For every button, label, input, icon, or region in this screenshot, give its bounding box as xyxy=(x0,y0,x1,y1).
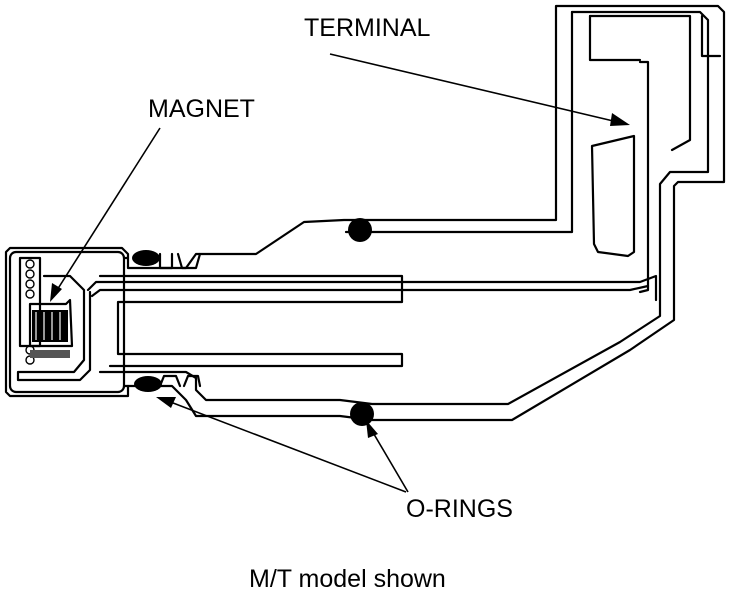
magnet-body xyxy=(28,298,74,348)
arrowhead-magnet xyxy=(50,283,62,302)
wire-channel-inner xyxy=(90,284,650,298)
o-rings-label: O-RINGS xyxy=(406,495,513,523)
o-ring-bottom-left xyxy=(134,376,162,392)
terminal-label: TERMINAL xyxy=(304,14,431,42)
groove-top-a xyxy=(158,252,174,270)
leader-magnet xyxy=(51,127,161,299)
o-ring-group xyxy=(132,218,374,426)
wire-channel-outer xyxy=(86,274,658,302)
terminal-tower xyxy=(194,10,710,406)
tower-slot xyxy=(638,60,650,294)
o-ring-bottom-right xyxy=(350,402,374,426)
arrowhead-terminal xyxy=(610,113,630,126)
housing-outline xyxy=(4,4,726,422)
tower-side xyxy=(700,14,722,58)
leader-terminal xyxy=(329,53,627,125)
terminal-blade xyxy=(590,134,636,258)
o-ring-top-right xyxy=(348,218,372,242)
end-cap xyxy=(8,250,126,394)
groove-bottom-a xyxy=(158,374,182,388)
arrowhead-oring-left xyxy=(156,397,176,408)
arrowhead-oring-right xyxy=(366,420,378,438)
groove-bottom-b xyxy=(182,374,202,388)
groove-top-b xyxy=(176,252,202,270)
end-cap-step xyxy=(122,256,130,388)
leader-oring-right xyxy=(367,423,409,493)
magnet-label: MAGNET xyxy=(148,95,255,123)
tower-connector-mid xyxy=(588,14,642,62)
leader-oring-left xyxy=(159,397,407,493)
bore-upper xyxy=(98,274,404,368)
o-ring-top-left xyxy=(132,250,160,266)
tower-inner-left xyxy=(344,10,574,234)
magnet-seat xyxy=(16,274,92,382)
tower-connector-top xyxy=(588,14,692,152)
figure-caption: M/T model shown xyxy=(249,565,446,593)
